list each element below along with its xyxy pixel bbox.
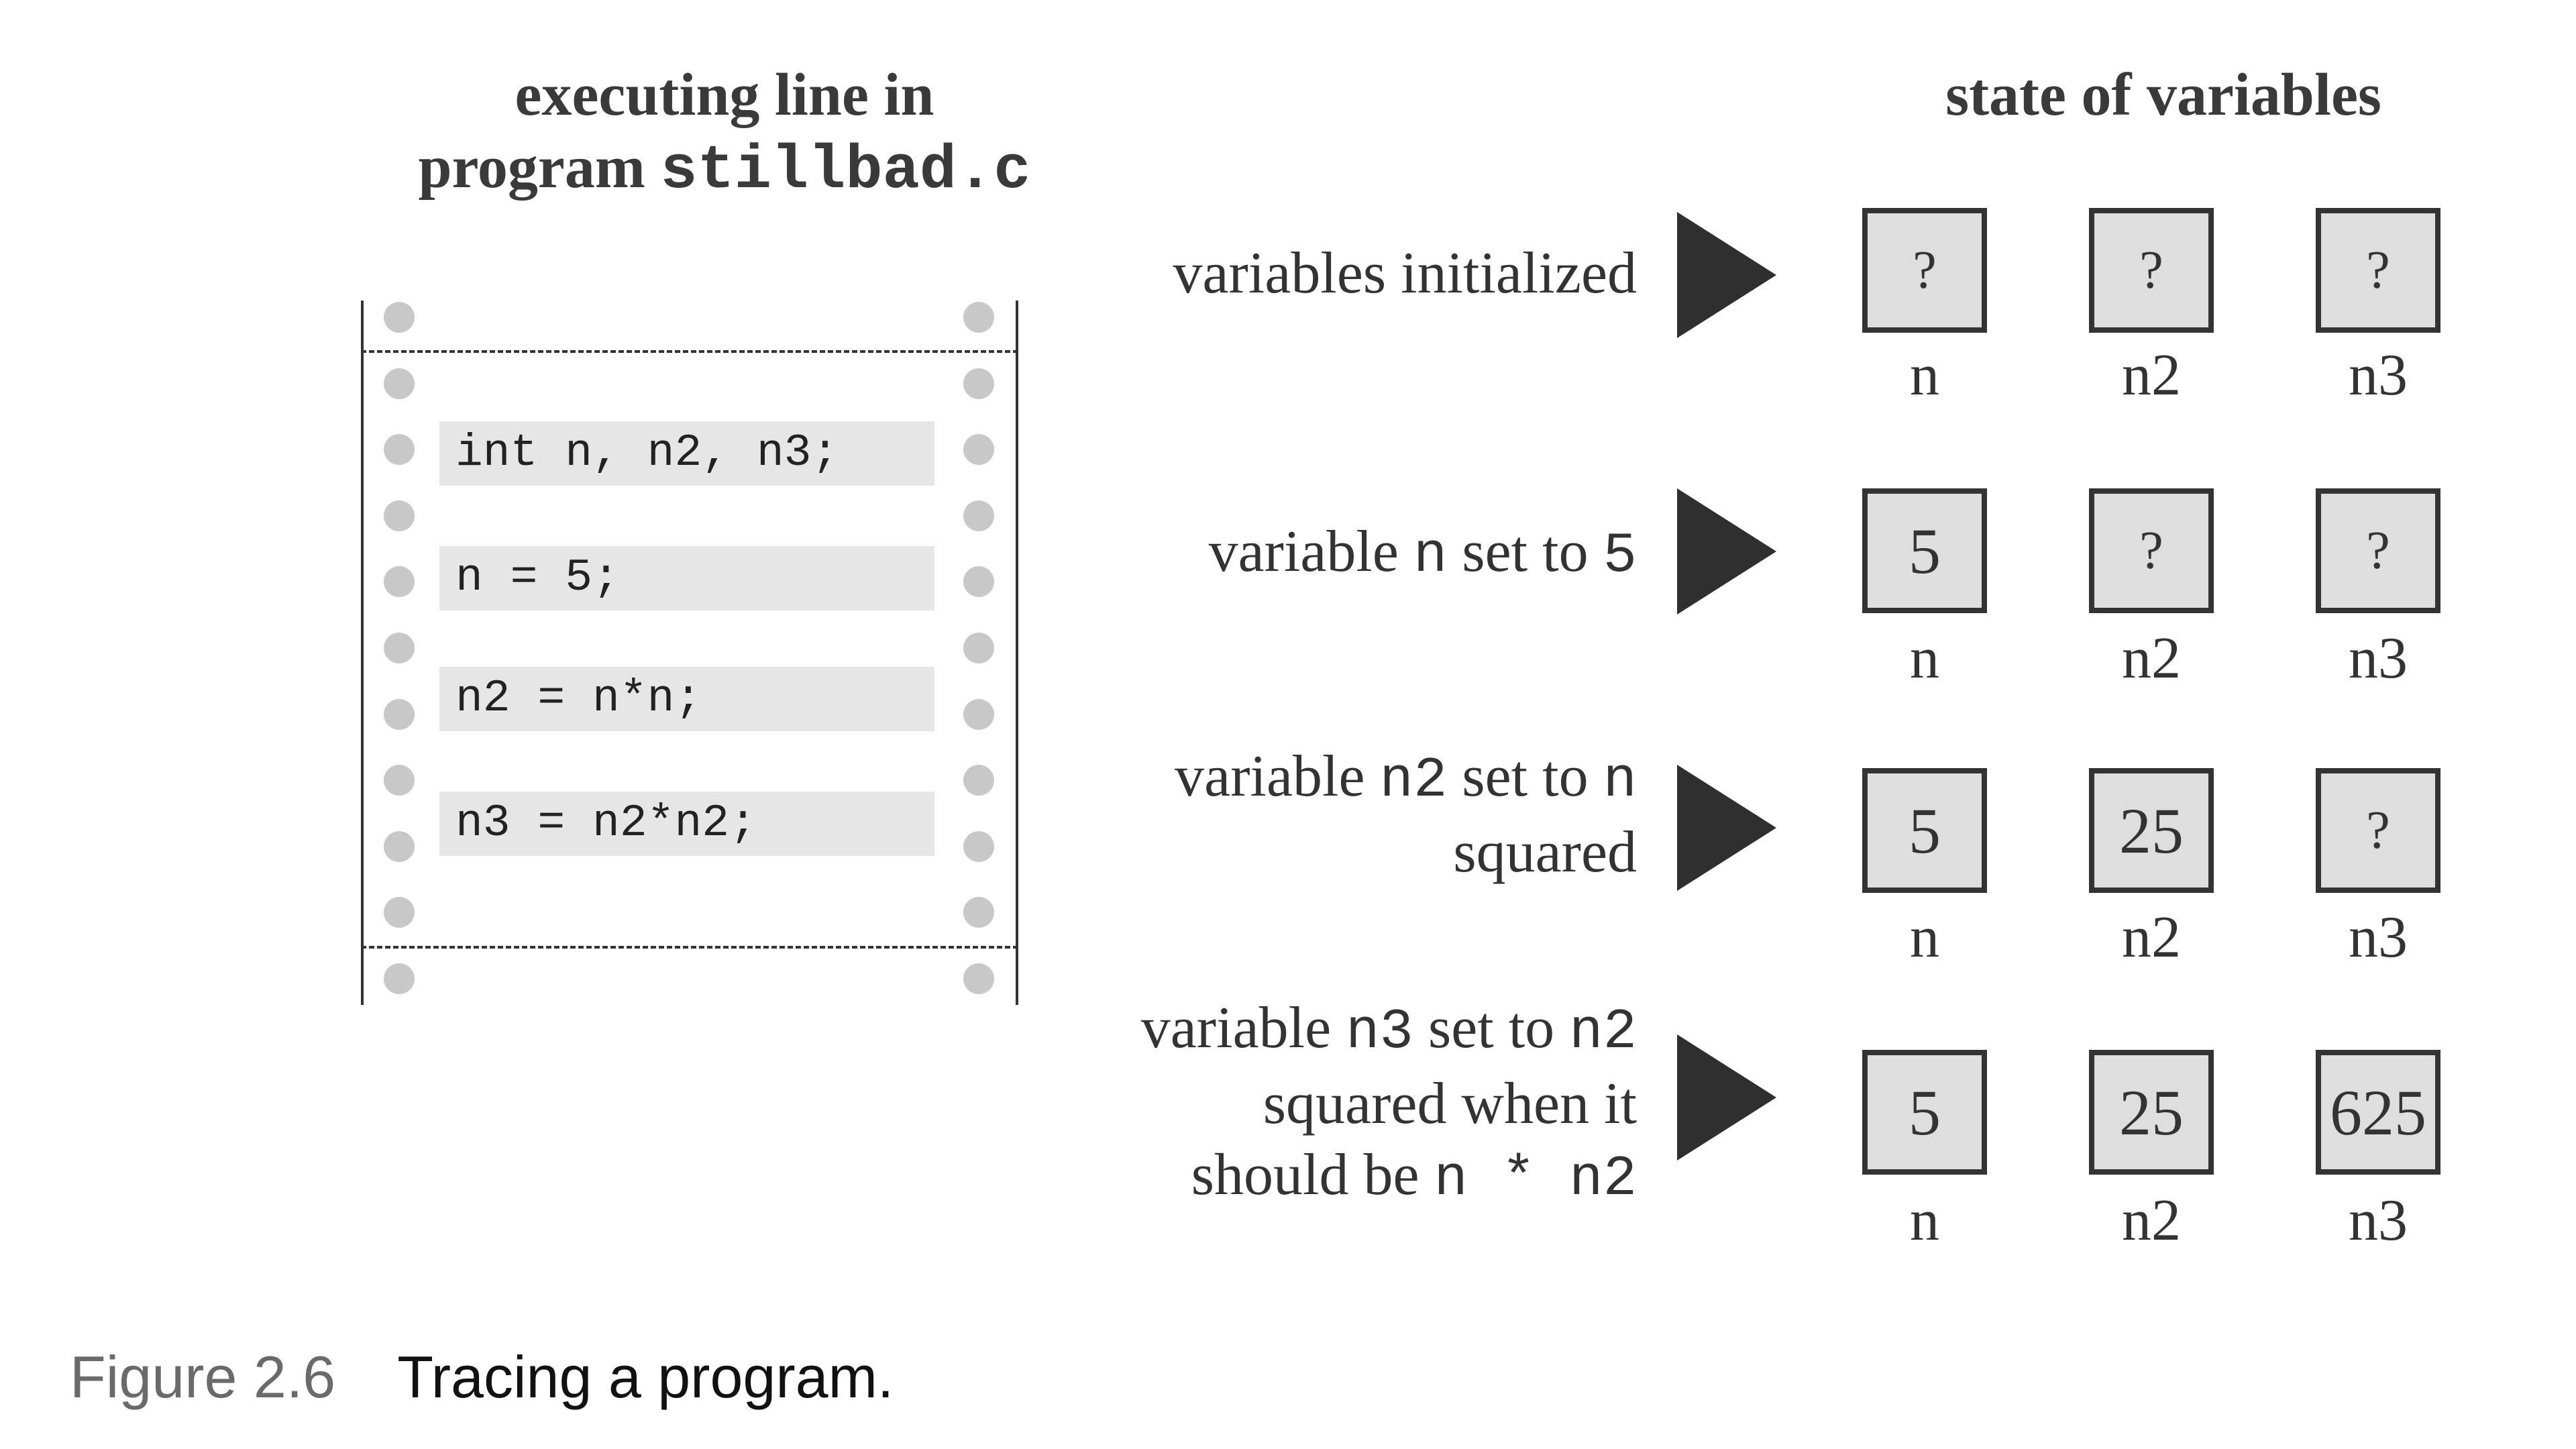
step-3-n-value-box: 5 xyxy=(1862,768,1987,893)
figure-caption-text: Tracing a program. xyxy=(397,1344,894,1410)
step-4-text-a: variable xyxy=(1140,996,1346,1061)
state-of-variables-header: state of variables xyxy=(1945,62,2381,128)
code-line-assign-n3: n3 = n2*n2; xyxy=(439,792,934,856)
film-hole-right-2 xyxy=(963,368,994,399)
film-hole-left-3 xyxy=(384,434,415,466)
step-4-line3: should be n * n2 xyxy=(1141,1140,1637,1216)
step-2-n-value-box: 5 xyxy=(1862,488,1987,613)
step-4-code-b: n2 xyxy=(1569,1001,1637,1065)
film-hole-left-2 xyxy=(384,368,415,399)
film-hole-right-1 xyxy=(963,302,994,333)
step-4-line1: variable n3 set to n2 xyxy=(1141,993,1637,1069)
step-2-n3-value-box: ? xyxy=(2316,488,2440,613)
film-hole-left-5 xyxy=(384,566,415,598)
step-3-description: variable n2 set to n squared xyxy=(1175,741,1637,888)
step-2-description: variable n set to 5 xyxy=(1209,517,1637,592)
step-1-n-value-box: ? xyxy=(1862,208,1987,333)
step-1-n2-value-box: ? xyxy=(2089,208,2214,333)
film-hole-left-1 xyxy=(384,302,415,333)
step-4-code-a: n3 xyxy=(1346,1001,1413,1065)
step-4-text-c: should be xyxy=(1191,1142,1434,1208)
film-hole-left-8 xyxy=(384,765,415,796)
executing-line-header-line2: program stillbad.c xyxy=(248,131,1201,207)
film-strip xyxy=(361,301,1018,1005)
step-4-description: variable n3 set to n2 squared when it sh… xyxy=(1141,993,1637,1216)
film-hole-left-10 xyxy=(384,897,415,928)
step-1-description: variables initialized xyxy=(1173,241,1638,306)
executing-line-header-line1: executing line in xyxy=(515,62,934,128)
step-4-n3-label: n3 xyxy=(2349,1188,2408,1253)
step-2-n2-label: n2 xyxy=(2122,626,2181,691)
step-2-n2-value-box: ? xyxy=(2089,488,2214,613)
film-hole-right-7 xyxy=(963,698,994,730)
executing-line-header: executing line in program stillbad.c xyxy=(248,59,1201,207)
figure-caption: Figure 2.6 Tracing a program. xyxy=(70,1340,894,1414)
film-hole-left-11 xyxy=(384,963,415,994)
film-rail-left xyxy=(361,301,364,1005)
step-4-text-b: set to xyxy=(1413,996,1570,1061)
step-2-n3-label: n3 xyxy=(2349,626,2408,691)
film-hole-left-6 xyxy=(384,633,415,663)
film-hole-left-9 xyxy=(384,830,415,862)
step-4-n3-value-box: 625 xyxy=(2316,1050,2440,1175)
film-frame-bottom-dash xyxy=(361,946,1018,949)
film-hole-right-11 xyxy=(963,963,994,994)
step-4-n2-label: n2 xyxy=(2122,1188,2181,1253)
step-3-n3-value-box: ? xyxy=(2316,768,2440,893)
step-3-text-a: variable xyxy=(1175,744,1380,809)
film-frame-top-dash xyxy=(361,350,1018,353)
code-line-assign-n2: n2 = n*n; xyxy=(439,667,934,731)
header-program-word: program xyxy=(418,134,661,201)
step-1-n3-value-box: ? xyxy=(2316,208,2440,333)
film-hole-right-8 xyxy=(963,765,994,796)
step-4-arrow xyxy=(1677,1034,1776,1161)
step-4-line2: squared when it xyxy=(1263,1071,1637,1136)
step-4-n-value-box: 5 xyxy=(1862,1050,1987,1175)
step-3-code-a: n2 xyxy=(1379,749,1448,813)
figure-number: Figure 2.6 xyxy=(70,1344,336,1410)
step-2-code-a: n xyxy=(1413,525,1448,588)
film-hole-left-4 xyxy=(384,500,415,531)
step-1-n2-label: n2 xyxy=(2122,343,2181,408)
step-3-n2-label: n2 xyxy=(2122,905,2181,970)
step-2-text-b: set to xyxy=(1447,519,1603,584)
step-2-text-a: variable xyxy=(1208,519,1413,584)
step-4-n-label: n xyxy=(1910,1188,1939,1253)
step-3-line2: squared xyxy=(1453,820,1637,885)
step-3-n2-value-box: 25 xyxy=(2089,768,2214,893)
film-hole-right-4 xyxy=(963,500,994,531)
step-1-n3-label: n3 xyxy=(2349,343,2408,408)
step-4-n2-value-box: 25 xyxy=(2089,1050,2214,1175)
film-hole-left-7 xyxy=(384,698,415,730)
step-2-code-b: 5 xyxy=(1603,525,1637,588)
film-rail-right xyxy=(1016,301,1018,1005)
step-2-n-label: n xyxy=(1910,626,1939,691)
film-hole-right-10 xyxy=(963,897,994,928)
film-hole-right-3 xyxy=(963,434,994,466)
film-hole-right-6 xyxy=(963,633,994,663)
step-3-n3-label: n3 xyxy=(2349,905,2408,970)
step-3-line1: variable n2 set to n xyxy=(1175,741,1637,817)
step-3-arrow xyxy=(1677,765,1776,891)
step-1-arrow xyxy=(1677,212,1776,338)
step-2-arrow xyxy=(1677,488,1776,614)
step-4-code-c: n * n2 xyxy=(1434,1148,1637,1212)
step-3-text-b: set to xyxy=(1447,744,1603,809)
step-1-n-label: n xyxy=(1910,343,1939,408)
step-3-n-label: n xyxy=(1910,905,1939,970)
step-3-code-b: n xyxy=(1603,749,1637,813)
code-line-declaration: int n, n2, n3; xyxy=(439,421,934,486)
film-hole-right-5 xyxy=(963,566,994,598)
film-hole-right-9 xyxy=(963,830,994,862)
header-filename: stillbad.c xyxy=(660,136,1031,206)
code-line-assign-n: n = 5; xyxy=(439,546,934,610)
